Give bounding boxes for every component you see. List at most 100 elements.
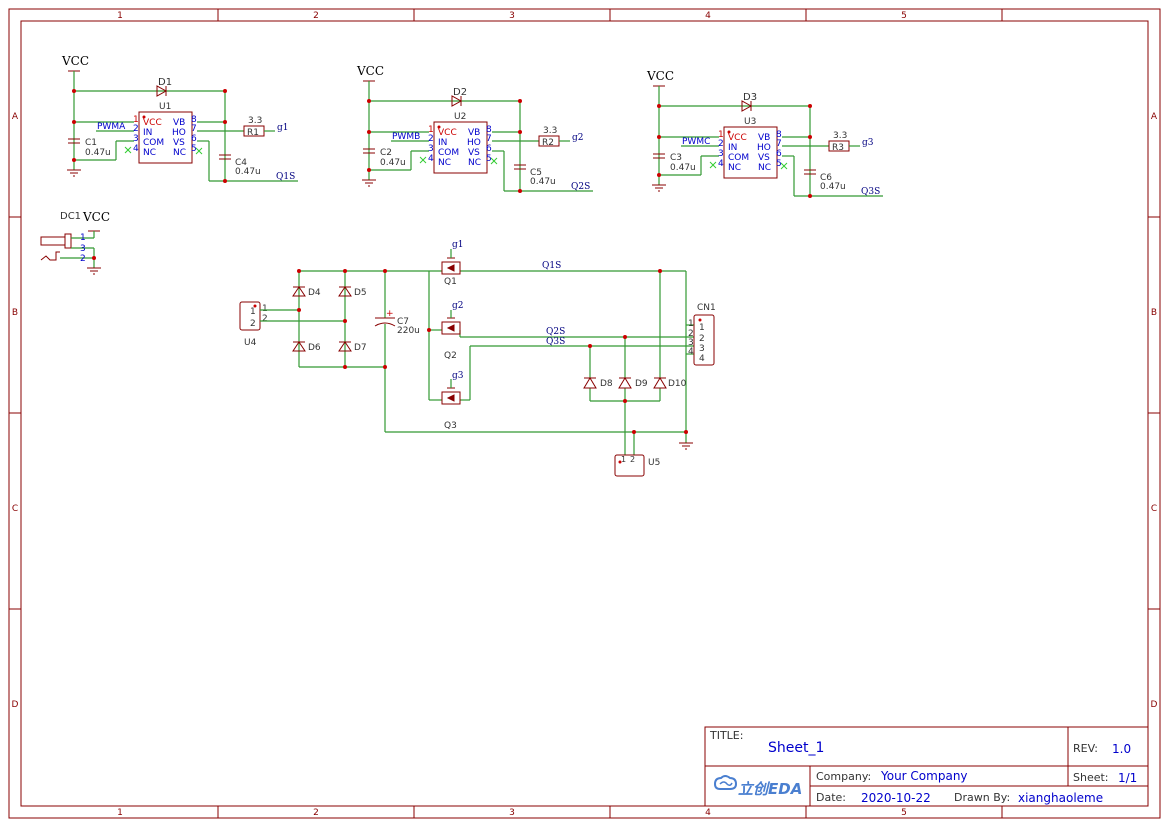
mosfet-q2: g2 Q2 [441, 301, 464, 361]
driver-ic [433, 121, 488, 174]
cap-boot-value: 0.47u [820, 182, 846, 192]
bootstrap-diode [451, 95, 463, 107]
svg-text:COM: COM [728, 153, 749, 163]
svg-text:HO: HO [467, 138, 481, 148]
logo [713, 775, 738, 790]
jack-vcc-label: VCC [82, 210, 110, 224]
svg-text:6: 6 [776, 149, 782, 159]
svg-text:2: 2 [250, 319, 256, 329]
svg-text:Q3: Q3 [444, 421, 457, 431]
cap-in-value: 0.47u [380, 158, 406, 168]
driver-stage-3: VCC D3 PWMC C3 0.47u U3 1 VCC 2 IN 3 COM… [646, 69, 883, 198]
svg-text:D5: D5 [354, 288, 367, 298]
svg-text:8: 8 [191, 115, 197, 125]
svg-text:VCC: VCC [438, 128, 457, 138]
svg-text:7: 7 [486, 134, 492, 144]
svg-text:VS: VS [468, 148, 480, 158]
svg-text:3: 3 [688, 338, 694, 348]
svg-text:3: 3 [699, 344, 705, 354]
cap-boot-value: 0.47u [235, 167, 261, 177]
cap-in-ref: C1 [85, 138, 97, 148]
bootstrap-diode [156, 85, 168, 97]
logo-text: 立创EDA [738, 780, 802, 798]
svg-text:1: 1 [699, 323, 705, 333]
gate-net: g2 [572, 133, 584, 143]
svg-text:4: 4 [688, 347, 694, 357]
company-name: Your Company [880, 769, 968, 783]
drawn-by: xianghaoleme [1018, 791, 1103, 805]
svg-text:VB: VB [758, 133, 770, 143]
row-label-left: B [12, 308, 18, 318]
bridge-diode [292, 341, 306, 352]
res-ref: R3 [832, 143, 844, 153]
svg-text:4: 4 [133, 144, 139, 154]
svg-text:1: 1 [133, 115, 139, 125]
svg-text:7: 7 [776, 139, 782, 149]
vcc-label: VCC [646, 69, 674, 83]
svg-text:VB: VB [468, 128, 480, 138]
svg-text:COM: COM [143, 138, 164, 148]
svg-text:VB: VB [173, 118, 185, 128]
frame-labels: 1 2 3 4 5 1 2 3 4 5 A B C D A B C D [12, 11, 1158, 818]
pwm-net: PWMA [97, 122, 126, 132]
svg-text:NC: NC [728, 163, 741, 173]
svg-text:3: 3 [133, 134, 139, 144]
svg-text:4: 4 [428, 154, 434, 164]
res-value: 3.3 [248, 116, 262, 126]
svg-text:1: 1 [428, 125, 434, 135]
cap-boot-ref: C5 [530, 168, 542, 178]
svg-text:1/1: 1/1 [1118, 771, 1137, 785]
svg-text:1: 1 [250, 307, 256, 317]
svg-text:1: 1 [80, 233, 86, 243]
driver-stage: VCC D1 PWMA C1 0.47u U1 1 VCC 2 IN 3 COM… [61, 54, 298, 183]
svg-text:IN: IN [728, 143, 737, 153]
svg-text:+: + [386, 309, 394, 319]
svg-text:2: 2 [688, 329, 694, 339]
svg-text:NC: NC [173, 148, 186, 158]
gate-net: g1 [277, 123, 289, 133]
pwm-net: PWMC [682, 137, 710, 147]
net-q3s: Q3S [546, 337, 565, 347]
bridge-diode [338, 286, 352, 297]
cap-value: 220u [397, 326, 420, 336]
svg-text:3: 3 [428, 144, 434, 154]
svg-text:5: 5 [486, 154, 492, 164]
col-label-top: 3 [509, 11, 515, 21]
driver-stage-2: VCC D2 PWMB C2 0.47u U2 1 VCC 2 IN 3 COM… [356, 64, 593, 193]
svg-text:2: 2 [80, 254, 86, 264]
col-label-bottom: 4 [705, 808, 711, 818]
svg-text:IN: IN [438, 138, 447, 148]
row-label-left: D [12, 700, 19, 710]
driver-ic [723, 126, 778, 179]
svg-text:6: 6 [486, 144, 492, 154]
col-label-top: 1 [117, 11, 123, 21]
svg-text:Company:: Company: [816, 770, 871, 783]
net-q1s: Q1S [542, 261, 561, 271]
mosfet-q1: g1 Q1 [441, 240, 464, 287]
svg-text:5: 5 [776, 159, 782, 169]
drawing-frame [8, 8, 1161, 819]
svg-text:6: 6 [191, 134, 197, 144]
gate-net: g3 [862, 138, 874, 148]
svg-text:8: 8 [776, 130, 782, 140]
svg-text:VCC: VCC [143, 118, 162, 128]
svg-text:7: 7 [191, 124, 197, 134]
input-ref: U4 [244, 338, 257, 348]
svg-text:2: 2 [133, 124, 139, 134]
row-label-right: D [1151, 700, 1158, 710]
svg-text:2: 2 [718, 139, 724, 149]
bridge-diode [338, 341, 352, 352]
svg-text:NC: NC [468, 158, 481, 168]
jack-ref: DC1 [60, 211, 81, 222]
svg-text:8: 8 [486, 125, 492, 135]
svg-text:VS: VS [173, 138, 185, 148]
cap-boot-ref: C6 [820, 173, 832, 183]
svg-text:3: 3 [718, 149, 724, 159]
ic-ref: U3 [744, 117, 756, 127]
svg-text:NC: NC [438, 158, 451, 168]
ic-ref: U1 [159, 102, 171, 112]
diode-ref: D2 [453, 87, 467, 98]
svg-text:Q1: Q1 [444, 277, 457, 287]
svg-text:VS: VS [758, 153, 770, 163]
motor-connector [693, 314, 715, 366]
